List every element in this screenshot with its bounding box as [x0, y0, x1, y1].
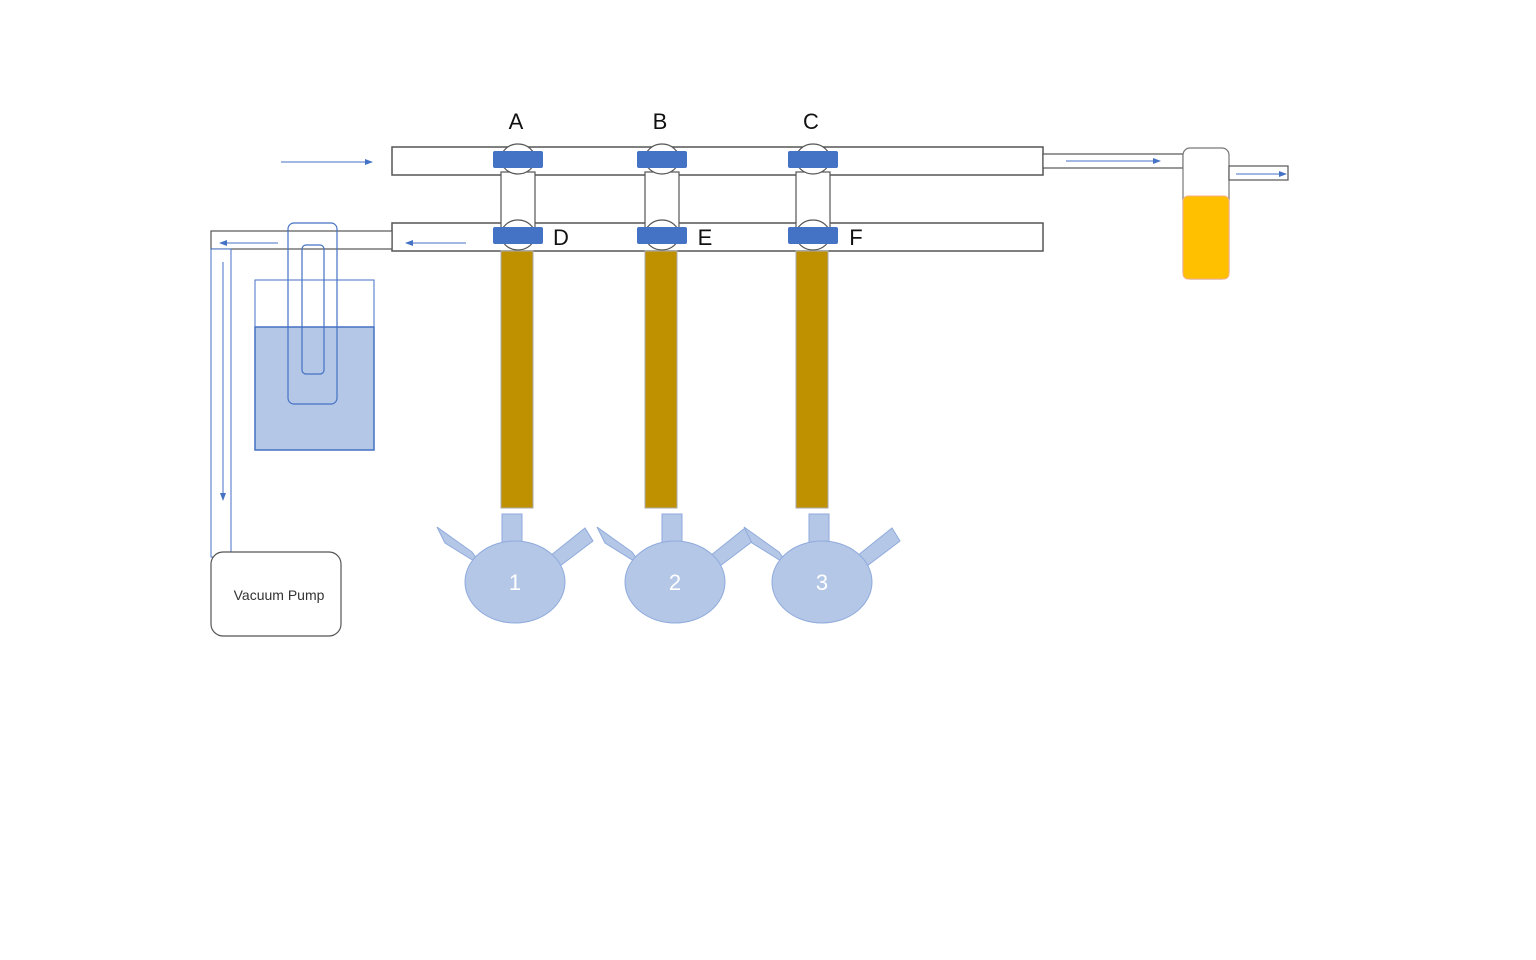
pump-label: Vacuum Pump — [234, 587, 325, 603]
flask-body — [624, 540, 726, 624]
flask-label: 2 — [669, 570, 681, 595]
stopcock-valve[interactable] — [788, 227, 838, 244]
valve-label: A — [509, 109, 524, 134]
column-tube — [644, 250, 678, 509]
valve-label: B — [653, 109, 668, 134]
stopcock-valve[interactable] — [493, 151, 543, 168]
column-tube — [500, 250, 534, 509]
stopcock-valve[interactable] — [493, 227, 543, 244]
column-tube — [795, 250, 829, 509]
bubbler-exhaust-tube — [1228, 165, 1289, 181]
pump-line — [210, 248, 232, 558]
vacuum-pump: Vacuum Pump — [210, 551, 342, 637]
flask-label: 3 — [816, 570, 828, 595]
bubbler-liquid — [1182, 195, 1230, 280]
gas-manifold — [391, 146, 1044, 176]
cold-trap — [254, 222, 375, 451]
pump-body — [210, 551, 342, 637]
trap-inner-tube — [301, 244, 325, 375]
flask-body — [771, 540, 873, 624]
valve-groups: A D 1 B E 2 C F 3 — [436, 109, 901, 624]
stopcock-valve[interactable] — [637, 227, 687, 244]
vacuum-outlet-tube — [210, 230, 393, 250]
flask-label: 1 — [509, 570, 521, 595]
dewar-coolant — [254, 326, 375, 451]
oil-bubbler — [1182, 147, 1289, 280]
flask-body — [464, 540, 566, 624]
stopcock-valve[interactable] — [788, 151, 838, 168]
valve-label: D — [553, 225, 569, 250]
vacuum-manifold — [391, 222, 1044, 252]
trap-outer-tube — [287, 222, 338, 405]
valve-label: F — [849, 225, 862, 250]
valve-label: C — [803, 109, 819, 134]
stopcock-valve[interactable] — [637, 151, 687, 168]
valve-label: E — [698, 225, 713, 250]
